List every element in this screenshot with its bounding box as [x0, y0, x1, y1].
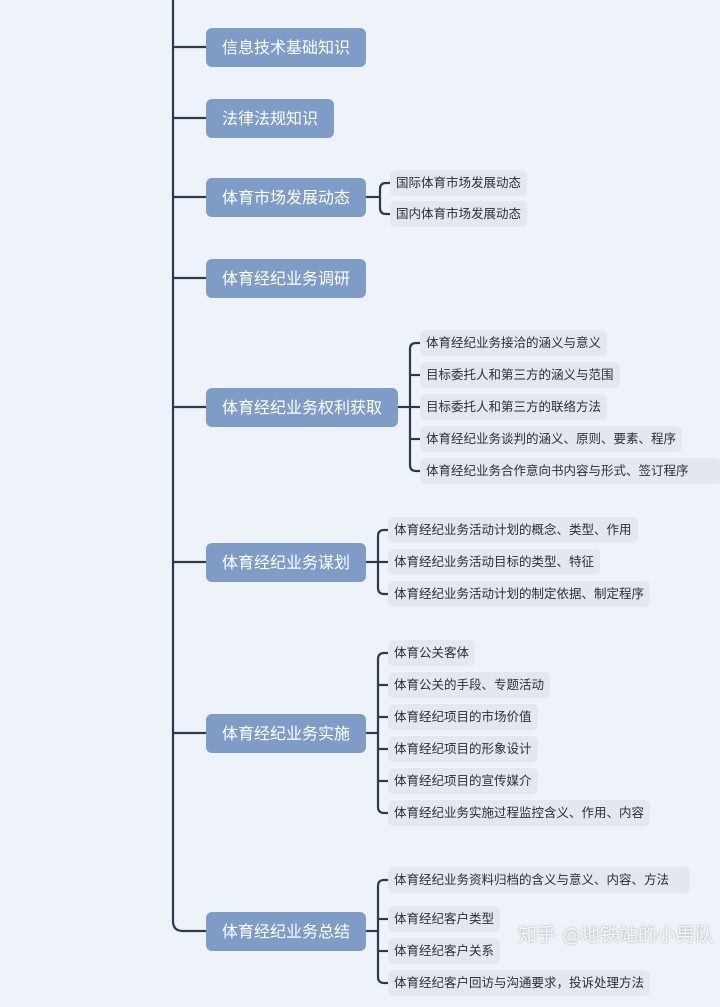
subtopic-node[interactable]: 国内体育市场发展动态 [390, 201, 528, 227]
topic-node[interactable]: 体育市场发展动态 [206, 177, 367, 217]
topic-node[interactable]: 体育经纪业务总结 [206, 911, 367, 951]
subtopic-node[interactable]: 体育经纪业务实施过程监控含义、作用、内容 [388, 800, 651, 826]
subtopic-node[interactable]: 体育经纪业务谈判的涵义、原则、要素、程序 [420, 426, 683, 452]
subtopic-node[interactable]: 国际体育市场发展动态 [390, 170, 528, 196]
subtopic-node[interactable]: 体育经纪项目的形象设计 [388, 736, 538, 762]
subtopic-node[interactable]: 目标委托人和第三方的联络方法 [420, 394, 608, 420]
subtopic-node[interactable]: 体育经纪业务活动目标的类型、特征 [388, 549, 601, 575]
subtopic-node[interactable]: 体育经纪业务活动计划的概念、类型、作用 [388, 517, 638, 543]
subtopic-node[interactable]: 体育经纪业务接洽的涵义与意义 [420, 330, 608, 356]
subtopic-node[interactable]: 体育经纪业务资料归档的含义与意义、内容、方法 [388, 867, 690, 893]
subtopic-node[interactable]: 体育经纪项目的宣传媒介 [388, 768, 538, 794]
subtopic-node[interactable]: 体育经纪项目的市场价值 [388, 704, 538, 730]
topic-node[interactable]: 信息技术基础知识 [206, 27, 367, 67]
bracket-line [376, 878, 388, 985]
trunk-line [171, 0, 206, 933]
topic-node[interactable]: 体育经纪业务调研 [206, 258, 367, 298]
subtopic-node[interactable]: 体育经纪客户回访与沟通要求，投诉处理方法 [388, 970, 651, 996]
subtopic-node[interactable]: 体育公关的手段、专题活动 [388, 672, 551, 698]
subtopic-node[interactable]: 体育经纪客户关系 [388, 938, 501, 964]
subtopic-node[interactable]: 体育公关客体 [388, 640, 476, 666]
topic-node[interactable]: 体育经纪业务权利获取 [206, 387, 399, 427]
subtopic-node[interactable]: 体育经纪业务合作意向书内容与形式、签订程序 [420, 458, 720, 484]
topic-node[interactable]: 体育经纪业务实施 [206, 713, 367, 753]
bracket-line [376, 651, 388, 815]
topic-node[interactable]: 法律法规知识 [206, 98, 335, 138]
bracket-line [378, 181, 390, 216]
watermark: 知乎 @地铁站的小男队 [518, 924, 715, 946]
topic-node[interactable]: 体育经纪业务谋划 [206, 542, 367, 582]
subtopic-node[interactable]: 目标委托人和第三方的涵义与范围 [420, 362, 620, 388]
subtopic-node[interactable]: 体育经纪客户类型 [388, 906, 501, 932]
subtopic-node[interactable]: 体育经纪业务活动计划的制定依据、制定程序 [388, 581, 651, 607]
